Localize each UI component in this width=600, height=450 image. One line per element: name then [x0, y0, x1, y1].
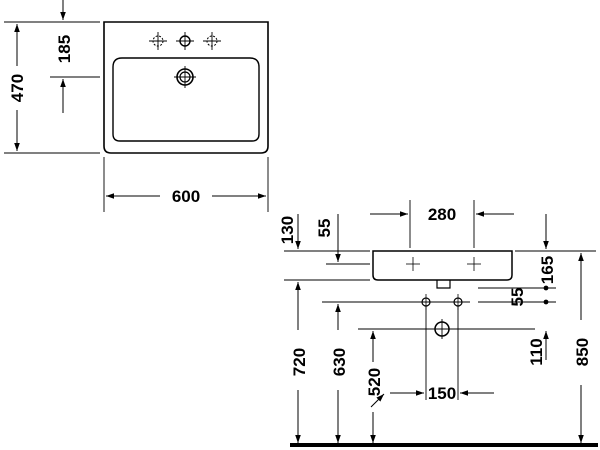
depth-label: 470: [8, 74, 27, 102]
bowl-width-dimension: 280: [370, 200, 514, 248]
waste-height-dimension: 630: [330, 304, 349, 443]
rim-height-dimension: 850: [573, 253, 592, 443]
rim-thickness-label: 130: [278, 216, 297, 244]
waste-height-label: 630: [330, 348, 349, 376]
top-to-waste-dimension: 165: [538, 214, 557, 284]
supply-holes: [322, 294, 470, 310]
outlet-height-dimension: 520: [365, 331, 385, 443]
supply-height-dimension: 720: [290, 282, 309, 443]
supply-spacing-dimension: 55: [508, 288, 547, 307]
tap-hole-offset-dimension: 185: [50, 0, 100, 113]
waste-drop-label: 110: [527, 338, 546, 365]
top-to-waste-label: 165: [538, 256, 557, 284]
outlet-height-label: 520: [365, 368, 384, 396]
waste-outlet-elevation: [358, 319, 535, 339]
tap-hole: [176, 32, 194, 50]
right-extension-lines: [478, 250, 596, 305]
rim-dimensions: 130 55: [278, 214, 370, 281]
optional-tap-hole-left: [149, 32, 167, 50]
outlet-spacing-dimension: 150: [390, 306, 494, 403]
tap-hole-offset-label: 185: [55, 35, 74, 63]
waste-outlet: [174, 66, 196, 88]
elevation-view: 280 130 55: [278, 200, 598, 447]
rim-offset-label: 55: [315, 219, 334, 238]
basin-outline: [103, 21, 269, 154]
depth-dimension: 470: [4, 21, 100, 154]
rim-height-label: 850: [573, 338, 592, 366]
waste-drop-dimension: 110: [527, 331, 549, 366]
supply-spacing-label: 55: [508, 288, 527, 307]
width-dimension: 600: [103, 157, 269, 212]
supply-height-label: 720: [290, 348, 309, 376]
plan-view: 600 470 185: [4, 0, 269, 212]
width-label: 600: [172, 187, 200, 206]
bowl-width-label: 280: [428, 205, 456, 224]
basin-elevation: [372, 250, 513, 289]
optional-tap-hole-right: [203, 32, 221, 50]
outlet-spacing-label: 150: [428, 384, 456, 403]
